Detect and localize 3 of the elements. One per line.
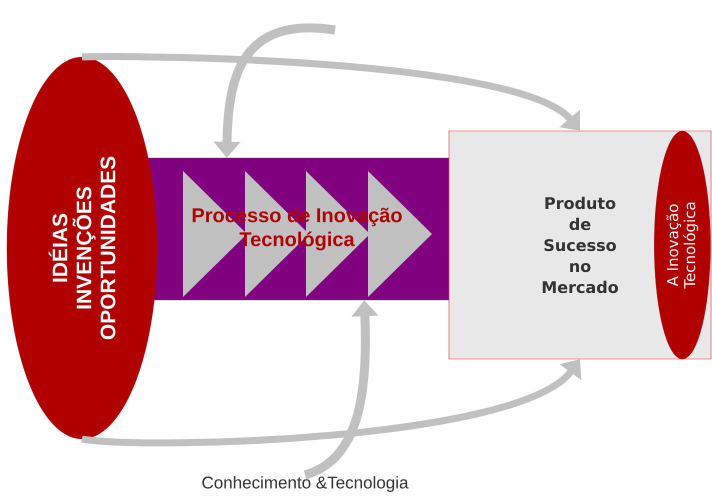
caption-text: Conhecimento &Tecnologia bbox=[202, 476, 408, 492]
oval-label: A Inovação Tecnológica bbox=[654, 130, 710, 360]
oval-label: IDÉIAS INVENÇÕES OPORTUNIDADES bbox=[6, 56, 158, 440]
